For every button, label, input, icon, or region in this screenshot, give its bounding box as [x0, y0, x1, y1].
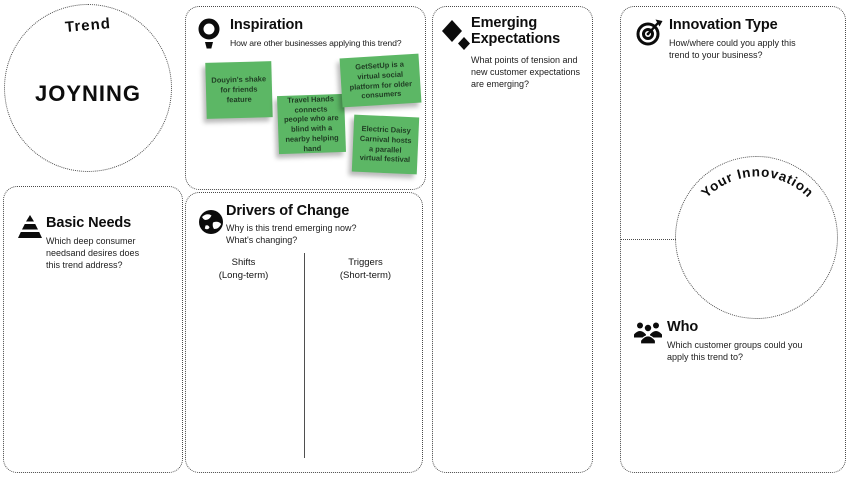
- pyramid-icon: [18, 215, 42, 238]
- column-shifts: Shifts (Long-term): [186, 257, 301, 283]
- drivers-of-change-zone: Drivers of Change Why is this trend emer…: [185, 192, 423, 473]
- emerging-expectations-zone: Emerging Expectations What points of ten…: [432, 6, 593, 473]
- drivers-subtitle: Why is this trend emerging now? What's c…: [226, 223, 357, 245]
- basic-needs-zone: Basic Needs Which deep consumer needsand…: [3, 186, 183, 473]
- trend-zone: Trend JOYNING: [4, 4, 172, 172]
- lightbulb-icon: [198, 18, 220, 49]
- emerging-expectations-title: Emerging Expectations: [471, 15, 561, 48]
- trend-label: Trend: [64, 15, 112, 36]
- column-shifts-label: Shifts: [231, 257, 256, 268]
- svg-text:Your Innovation: Your Innovation: [698, 164, 816, 200]
- diamonds-icon: [442, 20, 470, 50]
- column-triggers-label: Triggers: [348, 257, 383, 268]
- basic-needs-title: Basic Needs: [46, 215, 132, 231]
- your-innovation-arc-text: Your Innovation: [698, 164, 816, 200]
- basic-needs-subtitle: Which deep consumer needsand desires doe…: [46, 236, 140, 270]
- inspiration-title: Inspiration: [230, 17, 304, 33]
- sticky-note[interactable]: Travel Hands connects people who are bli…: [277, 93, 346, 155]
- column-triggers: Triggers (Short-term): [308, 257, 423, 283]
- inspiration-zone: Inspiration How are other businesses app…: [185, 6, 426, 190]
- your-innovation-zone: Your Innovation: [675, 156, 838, 319]
- globe-icon: [199, 210, 223, 234]
- innovation-zone: Innovation Type How/where could you appl…: [620, 6, 846, 473]
- trend-name: JOYNING: [34, 81, 142, 106]
- sticky-note[interactable]: Electric Daisy Carnival hosts a parallel…: [351, 114, 420, 175]
- emerging-expectations-subtitle: What points of tension and new customer …: [471, 55, 581, 89]
- sticky-note[interactable]: GetSetUp is a virtual social platform fo…: [339, 53, 422, 108]
- inspiration-subtitle: How are other businesses applying this t…: [230, 38, 402, 48]
- column-shifts-sublabel: (Long-term): [218, 269, 269, 281]
- column-triggers-sublabel: (Short-term): [339, 269, 392, 281]
- sticky-note[interactable]: Douyin's shake for friends feature: [205, 61, 273, 119]
- people-group-icon: [634, 322, 662, 344]
- drivers-title: Drivers of Change: [226, 203, 350, 219]
- innovation-type-subtitle: How/where could you apply this trend to …: [669, 38, 796, 60]
- target-arrow-icon: [636, 19, 663, 46]
- innovation-connector-line: [621, 239, 676, 240]
- your-innovation-label: Your Innovation: [698, 164, 816, 200]
- who-title: Who: [667, 319, 699, 335]
- column-divider: [304, 253, 305, 458]
- innovation-type-title: Innovation Type: [669, 17, 778, 33]
- who-subtitle: Which customer groups could you apply th…: [667, 340, 803, 362]
